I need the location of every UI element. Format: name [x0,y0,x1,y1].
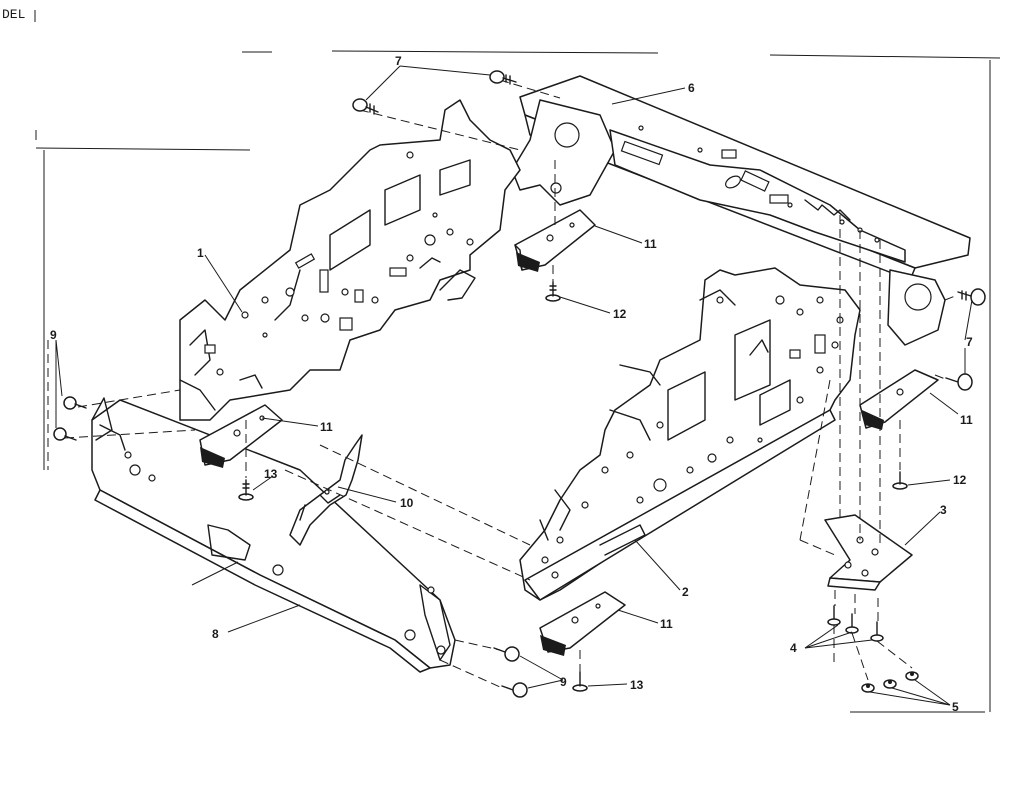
callout-9-left: 9 [50,328,57,342]
callout-10: 10 [400,496,414,510]
assembly-dash-lines [47,160,956,688]
callout-2: 2 [682,585,689,599]
front-crossmember [91,397,456,673]
screw-axis-top [499,79,561,99]
rear-crossmember [511,75,971,346]
callout-12-upper: 12 [613,307,627,321]
right-side-frame [519,267,861,601]
callout-7-top: 7 [395,54,402,68]
screw-7-top [489,70,517,85]
screw-7-left [352,98,379,115]
callout-1: 1 [197,246,204,260]
callout-11-front-right: 11 [660,617,673,631]
callout-11-rear-right: 11 [960,413,973,427]
callout-8: 8 [212,627,219,641]
callout-6: 6 [688,81,695,95]
screws-9-left [53,396,87,441]
cushion-foot-rear-left [514,209,596,272]
cushion-foot-front-left [199,404,283,468]
callout-7-right: 7 [966,335,973,349]
callout-12-lower: 12 [953,473,967,487]
cushion-foot-rear-right [859,369,939,430]
callout-9-bottom: 9 [560,675,567,689]
callout-3: 3 [940,503,947,517]
leader-lines [55,65,973,706]
foot-plate [824,514,913,591]
front-bracket [289,434,363,546]
callout-13-left: 13 [264,467,278,481]
model-label: DEL [2,7,25,22]
callout-11-rear-left: 11 [644,237,657,251]
callout-4: 4 [790,641,797,655]
left-side-frame [179,99,521,421]
screw-12-lower [892,471,908,490]
callout-5: 5 [952,700,959,714]
screw-7-right-lower [945,373,973,391]
page-frame-lines [35,50,1001,713]
screws-9-bottom [493,646,528,698]
screw-12-upper [545,281,561,302]
callout-labels: 7 6 1 11 12 11 7 11 12 3 13 10 2 11 8 9 … [50,54,973,714]
screw-7-right-upper [957,288,986,306]
callout-11-front-left: 11 [320,420,333,434]
screw-13-bottom [572,671,588,692]
cushion-foot-front-right [539,591,626,656]
screw-13-left [238,479,254,501]
nuts-5 [861,671,919,693]
callout-13-bottom: 13 [630,678,644,692]
